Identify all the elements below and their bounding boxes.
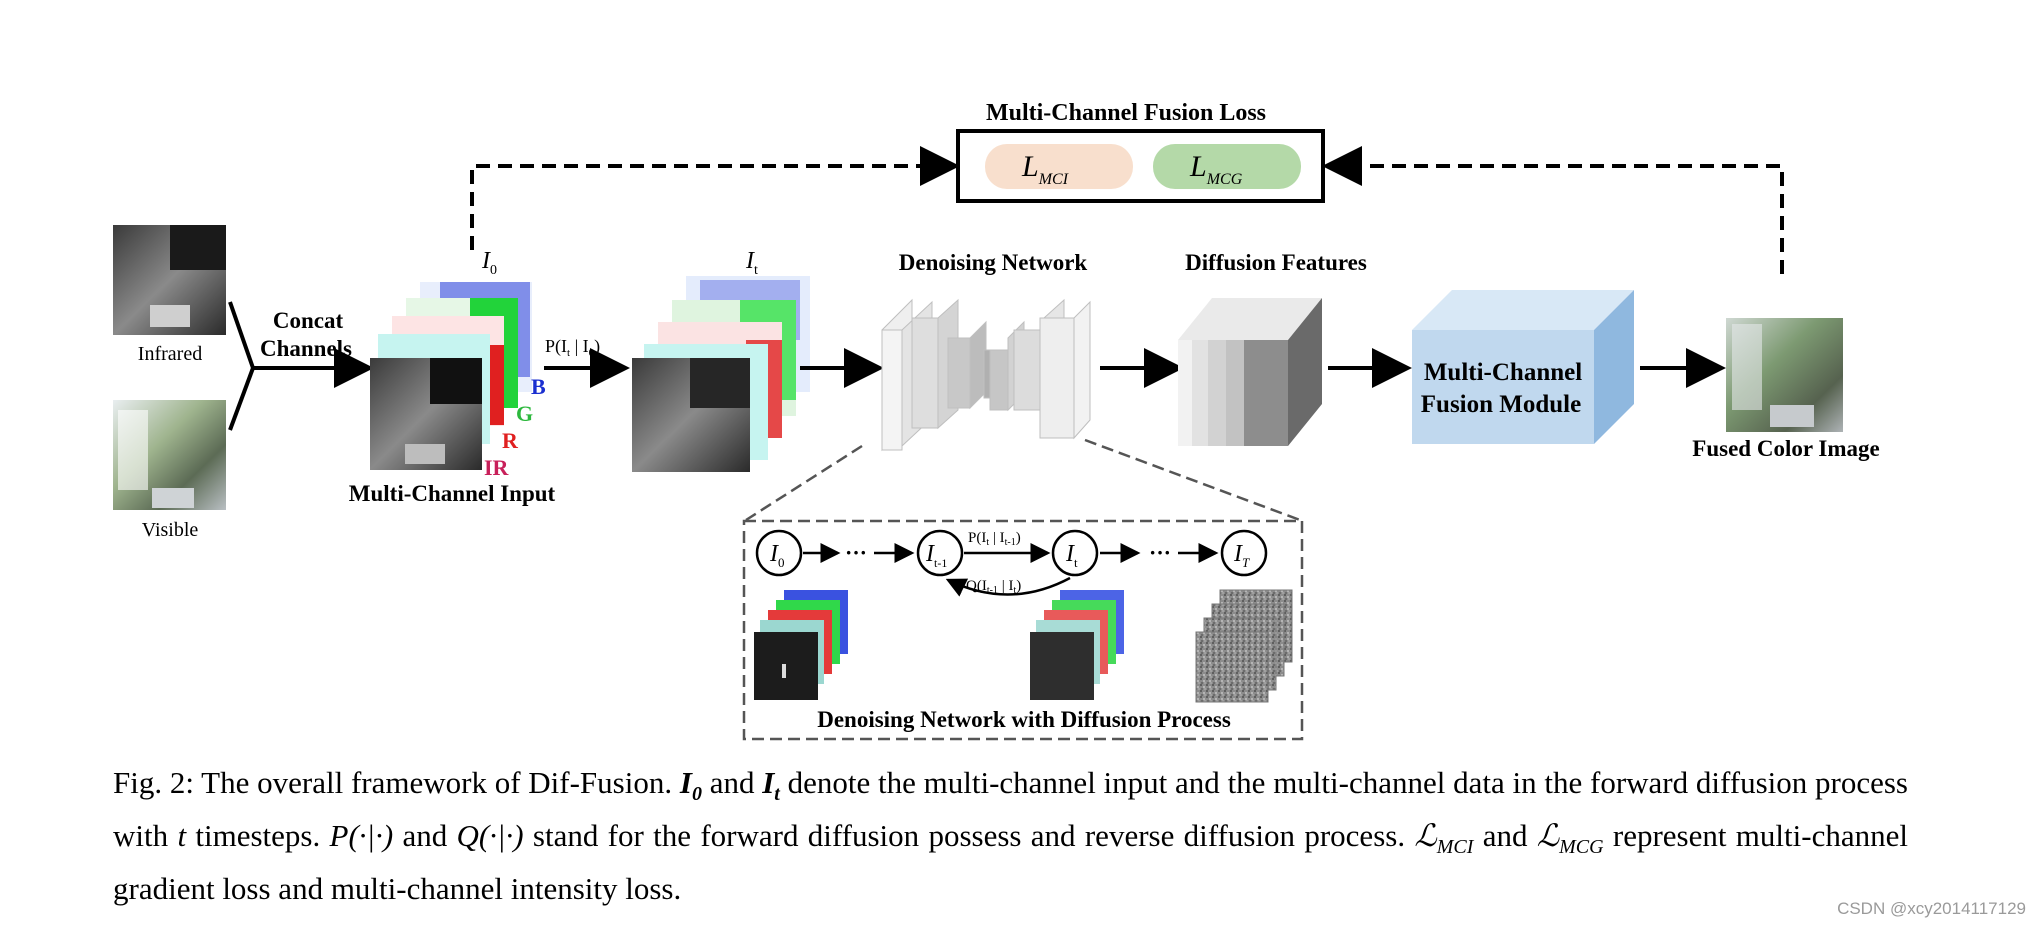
framework-diagram: Infrared Visible Concat Channels B G R I…: [113, 100, 1880, 741]
concat-label-line2: Channels: [260, 336, 352, 361]
inset-reverse-label: Q(It-1 | It): [966, 578, 1021, 596]
caption-text-3: denote the multi-channel input and the m…: [113, 765, 1908, 854]
multi-channel-input-stack: [370, 282, 532, 470]
loss-feedback-lines: [470, 146, 1784, 274]
inset-iT-label: IT: [1233, 541, 1250, 570]
caption-l-mcg: ℒMCG: [1536, 818, 1604, 859]
denoising-network-blocks: [881, 298, 1091, 452]
loss-mcg-label: LMCG: [1189, 150, 1243, 188]
caption-l-mci: ℒMCI: [1414, 818, 1474, 859]
forward-transition-label: P(It | I0): [545, 336, 600, 359]
infrared-image: [113, 225, 226, 335]
channel-r-label: R: [502, 428, 519, 453]
concat-label-line1: Concat: [273, 308, 344, 333]
inset-ellipsis-2: ···: [1149, 540, 1171, 565]
caption-text-8: represent multi-channel gradient loss an…: [113, 818, 1908, 907]
inset-forward-label: P(It | It-1): [968, 530, 1021, 548]
multi-channel-input-label: Multi-Channel Input: [349, 481, 556, 506]
inset-chain: [755, 529, 1268, 597]
channel-ir-label: IR: [484, 455, 510, 480]
diffusion-features-blocks: [1178, 298, 1322, 446]
inset-clean-stack: [754, 590, 848, 700]
inset-i0-label: I0: [769, 541, 785, 570]
inset-it-label: It: [1065, 541, 1078, 570]
figure-caption: Fig. 2: The overall framework of Dif-Fus…: [113, 762, 1908, 910]
inset-it1-label: It-1: [925, 541, 947, 570]
inset-title: Denoising Network with Diffusion Process: [817, 707, 1231, 732]
caption-text-7: and: [1473, 818, 1537, 854]
fusion-module-label-line2: Fusion Module: [1421, 391, 1581, 418]
caption-text-5: and: [393, 818, 457, 854]
fusion-module-block: [1412, 290, 1634, 444]
loss-box-title: Multi-Channel Fusion Loss: [986, 100, 1266, 126]
noisy-data-stack: [632, 276, 810, 472]
caption-text-4: timesteps.: [186, 818, 330, 854]
fused-color-image-label: Fused Color Image: [1692, 436, 1879, 461]
fusion-module-label-line1: Multi-Channel: [1424, 359, 1582, 386]
caption-t: t: [177, 818, 187, 854]
visible-image: [113, 400, 226, 510]
visible-label: Visible: [142, 519, 199, 541]
diffusion-features-label: Diffusion Features: [1185, 250, 1367, 275]
caption-text-6: stand for the forward diffusion possess …: [523, 818, 1415, 854]
concat-connector: [228, 301, 374, 431]
it-label: It: [745, 248, 758, 278]
caption-p-function: P(·|·): [329, 818, 394, 854]
loss-mcg-pill: [1153, 144, 1301, 189]
channel-b-label: B: [531, 374, 546, 399]
channel-g-label: G: [516, 401, 533, 426]
caption-text-2: and: [701, 765, 763, 800]
caption-q-function: Q(·|·): [456, 818, 524, 854]
inset-partial-stack: [1030, 590, 1124, 700]
caption-text-1: Fig. 2: The overall framework of Dif-Fus…: [113, 765, 680, 800]
inset-zoom-lines: [745, 438, 1301, 522]
caption-i0: I0: [679, 765, 702, 806]
infrared-label: Infrared: [138, 343, 202, 365]
caption-it: It: [762, 765, 780, 806]
i0-label: I0: [481, 248, 497, 278]
inset-noise-stack: [1195, 589, 1293, 703]
denoising-network-label: Denoising Network: [899, 250, 1088, 275]
inset-ellipsis-1: ···: [845, 540, 867, 565]
watermark: CSDN @xcy2014117129: [1837, 899, 2026, 918]
loss-mci-label: LMCI: [1021, 150, 1069, 188]
fused-color-image: [1726, 318, 1843, 432]
loss-mci-pill: [985, 144, 1133, 189]
